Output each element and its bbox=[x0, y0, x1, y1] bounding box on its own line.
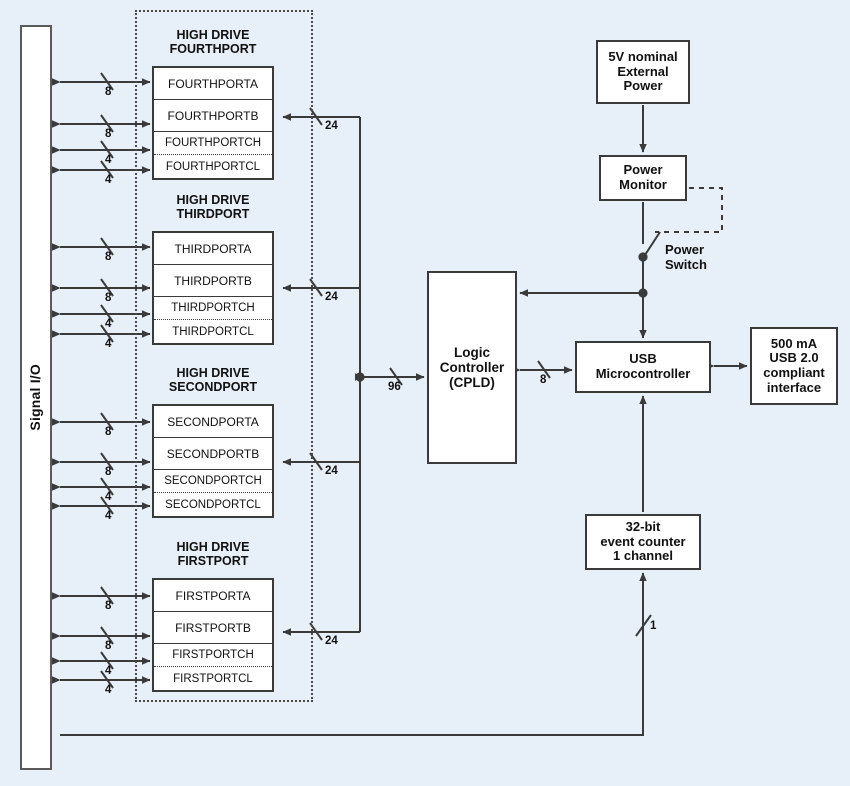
bus-label-firstport-24: 24 bbox=[325, 635, 338, 647]
high-drive-ports-enclosure bbox=[135, 10, 313, 702]
label-power-switch: Power Switch bbox=[665, 242, 707, 272]
port-row-fourthportb[interactable]: FOURTHPORTB bbox=[154, 100, 272, 132]
port-group-title-fourthport: HIGH DRIVE FOURTHPORT bbox=[169, 28, 257, 56]
port-row-secondportb[interactable]: SECONDPORTB bbox=[154, 438, 272, 470]
block-event-counter: 32-bit event counter 1 channel bbox=[585, 514, 701, 570]
port-stack-firstport: FIRSTPORTA FIRSTPORTB FIRSTPORTCH FIRSTP… bbox=[152, 578, 274, 692]
bus-width-secondporta: 8 bbox=[105, 426, 112, 438]
port-row-firstportb[interactable]: FIRSTPORTB bbox=[154, 612, 272, 644]
bus-label-1: 1 bbox=[650, 620, 657, 632]
bus-width-thirdportch: 4 bbox=[105, 318, 112, 330]
bus-width-fourthportch: 4 bbox=[105, 154, 112, 166]
power-switch-blade bbox=[642, 231, 661, 259]
port-row-secondporta[interactable]: SECONDPORTA bbox=[154, 406, 272, 438]
power-rail-junction bbox=[638, 288, 648, 298]
port-row-fourthporta[interactable]: FOURTHPORTA bbox=[154, 68, 272, 100]
port-row-fourthportcl[interactable]: FOURTHPORTCL bbox=[154, 155, 272, 178]
port-row-thirdportcl[interactable]: THIRDPORTCL bbox=[154, 320, 272, 343]
signal-io-bar: Signal I/O bbox=[20, 25, 52, 770]
bus-width-fourthportcl: 4 bbox=[105, 174, 112, 186]
bus-label-secondport-24: 24 bbox=[325, 465, 338, 477]
port-row-secondportcl[interactable]: SECONDPORTCL bbox=[154, 493, 272, 516]
port-row-firstportch[interactable]: FIRSTPORTCH bbox=[154, 644, 272, 667]
bus-width-fourthportb: 8 bbox=[105, 128, 112, 140]
port-row-thirdportch[interactable]: THIRDPORTCH bbox=[154, 297, 272, 320]
port-group-title-thirdport: HIGH DRIVE THIRDPORT bbox=[176, 193, 250, 221]
block-logic-controller-cpld: Logic Controller (CPLD) bbox=[427, 271, 517, 464]
port-row-secondportch[interactable]: SECONDPORTCH bbox=[154, 470, 272, 493]
bus-label-thirdport-24: 24 bbox=[325, 291, 338, 303]
bus-width-firstportch: 4 bbox=[105, 665, 112, 677]
block-external-power: 5V nominal External Power bbox=[596, 40, 690, 104]
bus-width-firstportcl: 4 bbox=[105, 684, 112, 696]
port-group-title-firstport: HIGH DRIVE FIRSTPORT bbox=[176, 540, 250, 568]
port-stack-thirdport: THIRDPORTA THIRDPORTB THIRDPORTCH THIRDP… bbox=[152, 231, 274, 345]
port-row-thirdporta[interactable]: THIRDPORTA bbox=[154, 233, 272, 265]
power-switch-pole bbox=[638, 252, 648, 262]
block-usb-interface: 500 mA USB 2.0 compliant interface bbox=[750, 327, 838, 405]
port-stack-fourthport: FOURTHPORTA FOURTHPORTB FOURTHPORTCH FOU… bbox=[152, 66, 274, 180]
bus-width-fourthporta: 8 bbox=[105, 86, 112, 98]
bus-width-thirdportb: 8 bbox=[105, 292, 112, 304]
bus-width-secondportb: 8 bbox=[105, 466, 112, 478]
signal-io-label: Signal I/O bbox=[27, 364, 44, 431]
port-group-title-secondport: HIGH DRIVE SECONDPORT bbox=[168, 366, 258, 394]
bus-width-secondportch: 4 bbox=[105, 491, 112, 503]
bus-width-thirdportcl: 4 bbox=[105, 338, 112, 350]
bus-width-secondportcl: 4 bbox=[105, 510, 112, 522]
block-usb-microcontroller: USB Microcontroller bbox=[575, 341, 711, 393]
bus-label-8: 8 bbox=[540, 374, 547, 386]
bus-label-fourthport-24: 24 bbox=[325, 120, 338, 132]
port-row-firstportcl[interactable]: FIRSTPORTCL bbox=[154, 667, 272, 690]
block-power-monitor: Power Monitor bbox=[599, 155, 687, 201]
port-stack-secondport: SECONDPORTA SECONDPORTB SECONDPORTCH SEC… bbox=[152, 404, 274, 518]
port-row-fourthportch[interactable]: FOURTHPORTCH bbox=[154, 132, 272, 155]
bus-label-96: 96 bbox=[388, 381, 401, 393]
port-row-thirdportb[interactable]: THIRDPORTB bbox=[154, 265, 272, 297]
bus-width-thirdporta: 8 bbox=[105, 251, 112, 263]
bus-width-firstporta: 8 bbox=[105, 600, 112, 612]
port-row-firstporta[interactable]: FIRSTPORTA bbox=[154, 580, 272, 612]
bus-width-firstportb: 8 bbox=[105, 640, 112, 652]
